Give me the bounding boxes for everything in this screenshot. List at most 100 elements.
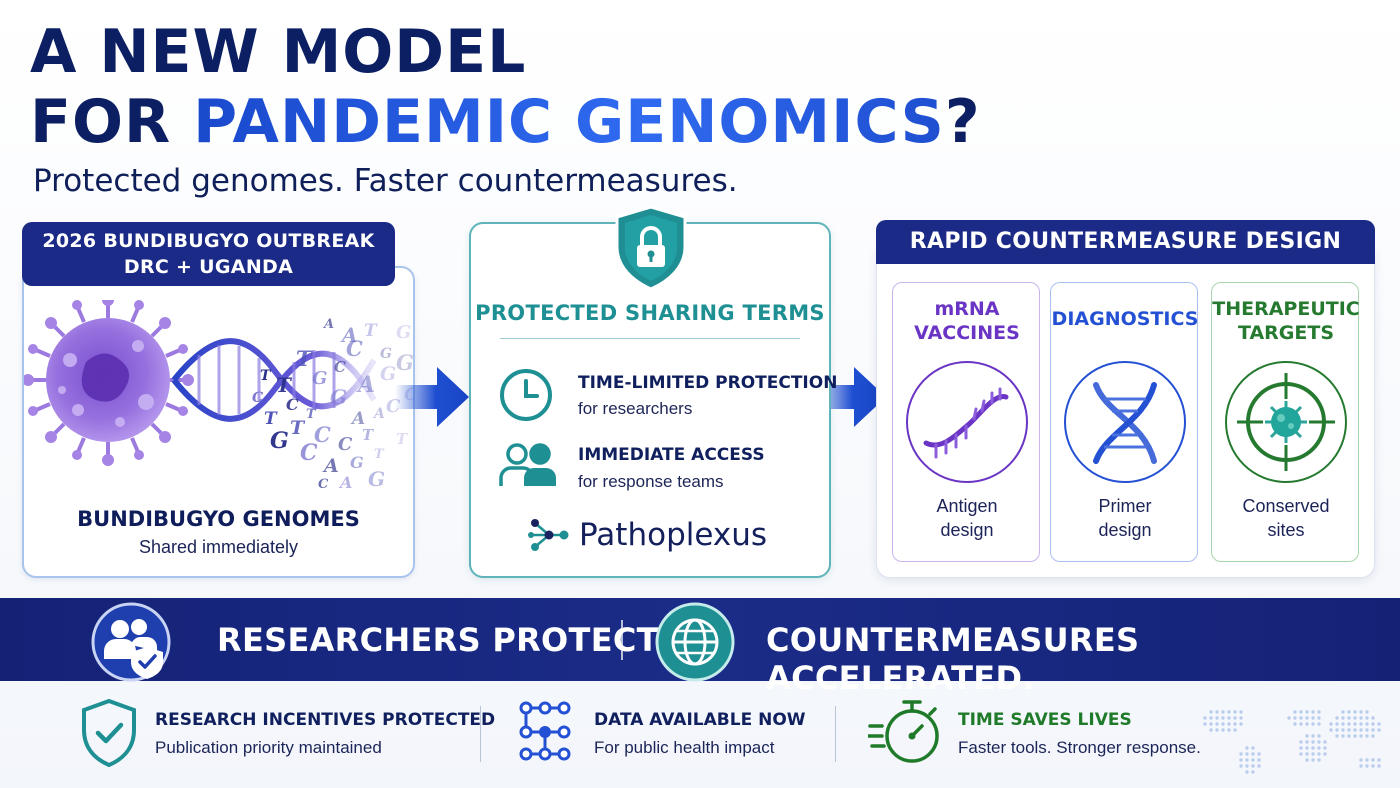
- outbreak-header-line2: DRC + UGANDA: [123, 256, 294, 278]
- researchers-shield-icon: [91, 602, 171, 682]
- genome-letter: T: [362, 426, 375, 444]
- genomes-subtitle: Shared immediately: [138, 537, 299, 557]
- bottom-time-sub: Faster tools. Stronger response.: [958, 738, 1201, 757]
- card-subtitle: Primer design: [1051, 494, 1199, 542]
- genome-letter: G: [350, 453, 364, 472]
- title-question-mark: ?: [944, 87, 981, 157]
- genome-letter: G: [396, 322, 411, 343]
- flow-arrow-2: [812, 367, 886, 427]
- card-sub-line2: sites: [1267, 520, 1305, 540]
- genome-letter: T: [374, 447, 385, 462]
- card-subtitle: Antigen design: [893, 494, 1041, 542]
- subtitle: Protected genomes. Faster countermeasure…: [33, 163, 738, 199]
- feature-immediate-access-sub: for response teams: [578, 472, 724, 491]
- genome-letter: C: [300, 440, 318, 466]
- genome-letter: C: [252, 390, 263, 406]
- genome-letter: T: [290, 417, 306, 439]
- card-diagnostics: DIAGNOSTICS Primer design: [1050, 282, 1198, 562]
- card-title: mRNA VACCINES: [893, 297, 1041, 345]
- genome-letter: G: [330, 385, 347, 409]
- genome-letter: C: [338, 434, 353, 455]
- banner-right-text: COUNTERMEASURES ACCELERATED.: [766, 621, 1140, 697]
- genome-letter: T: [264, 409, 278, 429]
- card-sub-line1: Conserved: [1242, 496, 1330, 516]
- bottom-data-sub: For public health impact: [594, 738, 775, 757]
- countermeasure-header: RAPID COUNTERMEASURE DESIGN: [876, 220, 1375, 264]
- virus-dna-illustration: AATGTGCAGCTGAACCTCAGTTTCGCTGTACGCTCG: [24, 300, 414, 492]
- shield-check-icon: [82, 698, 136, 768]
- genome-letter: A: [356, 372, 375, 398]
- genome-letter: G: [270, 428, 289, 454]
- card-subtitle: Conserved sites: [1212, 494, 1360, 542]
- title-plain: FOR: [30, 87, 194, 157]
- bottom-incentives-title: RESEARCH INCENTIVES PROTECTED: [155, 710, 496, 730]
- sharing-divider: [500, 338, 800, 339]
- genome-letter: C: [286, 395, 299, 414]
- card-therapeutic-targets: THERAPEUTIC TARGETS Conserved sites: [1211, 282, 1360, 562]
- genome-letter: T: [276, 373, 293, 397]
- users-icon: [499, 443, 556, 486]
- title-line-2: FOR PANDEMIC GENOMICS?: [30, 92, 981, 152]
- virus-icon: [24, 300, 194, 466]
- card-sub-line1: Antigen: [936, 496, 998, 516]
- pathoplexus-logo-icon: [528, 519, 569, 551]
- feature-time-limited-title: TIME-LIMITED PROTECTION: [578, 373, 838, 393]
- network-nodes-icon: [519, 701, 571, 761]
- outbreak-header-line1: 2026 BUNDIBUGYO OUTBREAK: [42, 230, 375, 252]
- target-virus-icon: [1225, 361, 1347, 483]
- card-title-line2: VACCINES: [914, 322, 1020, 344]
- world-map-dots-decoration: [1203, 710, 1381, 774]
- stopwatch-icon: [868, 700, 939, 763]
- card-sub-line2: design: [1098, 520, 1152, 540]
- genome-letter: A: [338, 473, 352, 492]
- genome-letter: C: [334, 358, 346, 376]
- dna-strand-icon: [171, 338, 377, 422]
- banner-divider: [621, 620, 623, 660]
- genome-letters: AATGTGCAGCTGAACCTCAGTTTCGCTGTACGCTCG: [252, 317, 414, 492]
- globe-icon: [655, 602, 735, 682]
- genome-letter: T: [296, 346, 313, 371]
- genome-letter: A: [322, 317, 334, 332]
- dna-helix-icon: [1064, 361, 1186, 483]
- genomes-title: BUNDIBUGYO GENOMES: [77, 507, 360, 531]
- card-sub-line1: Primer: [1098, 496, 1152, 516]
- bottom-data-title: DATA AVAILABLE NOW: [594, 710, 806, 730]
- bottom-incentives-sub: Publication priority maintained: [155, 738, 382, 757]
- bottom-divider-2: [835, 706, 836, 762]
- genome-letter: G: [312, 368, 327, 389]
- genome-letter: A: [350, 409, 365, 429]
- title-line-1: A NEW MODEL: [30, 17, 527, 87]
- genome-letter: G: [380, 363, 396, 385]
- genome-letter: C: [346, 336, 363, 361]
- sharing-title: PROTECTED SHARING TERMS: [475, 301, 825, 325]
- title-accent: PANDEMIC GENOMICS: [193, 87, 945, 157]
- pathoplexus-logo-text: Pathoplexus: [579, 517, 768, 553]
- genome-letter: T: [260, 368, 272, 384]
- outbreak-header: 2026 BUNDIBUGYO OUTBREAK DRC + UGANDA: [22, 222, 395, 286]
- genome-letter: C: [318, 477, 329, 492]
- card-sub-line2: design: [940, 520, 994, 540]
- card-title-line1: mRNA: [934, 298, 1000, 320]
- genome-letter: T: [364, 321, 378, 341]
- card-mrna-vaccines: mRNA VACCINES Antigen design: [892, 282, 1040, 562]
- card-title-line1: THERAPEUTIC: [1212, 298, 1360, 320]
- bottom-divider-1: [480, 706, 481, 762]
- card-title-line1: DIAGNOSTICS: [1051, 308, 1199, 330]
- card-title-line2: TARGETS: [1237, 322, 1335, 344]
- clock-icon: [500, 369, 552, 421]
- genome-letter: A: [322, 455, 339, 477]
- bottom-time-title: TIME SAVES LIVES: [958, 710, 1132, 730]
- genome-letter: A: [340, 323, 358, 347]
- genome-letter: G: [380, 346, 392, 362]
- genome-letter: T: [306, 407, 317, 422]
- genome-letter: A: [372, 406, 385, 422]
- flow-arrow-1: [395, 367, 469, 427]
- genome-letter: G: [368, 467, 385, 491]
- card-title: THERAPEUTIC TARGETS: [1212, 297, 1360, 345]
- genome-letter: C: [314, 422, 331, 447]
- shield-lock-icon: [615, 205, 687, 291]
- banner-left-text: RESEARCHERS PROTECTED.: [217, 621, 721, 659]
- feature-time-limited-sub: for researchers: [578, 399, 693, 418]
- feature-immediate-access-title: IMMEDIATE ACCESS: [578, 445, 765, 465]
- genome-letter: T: [396, 430, 409, 448]
